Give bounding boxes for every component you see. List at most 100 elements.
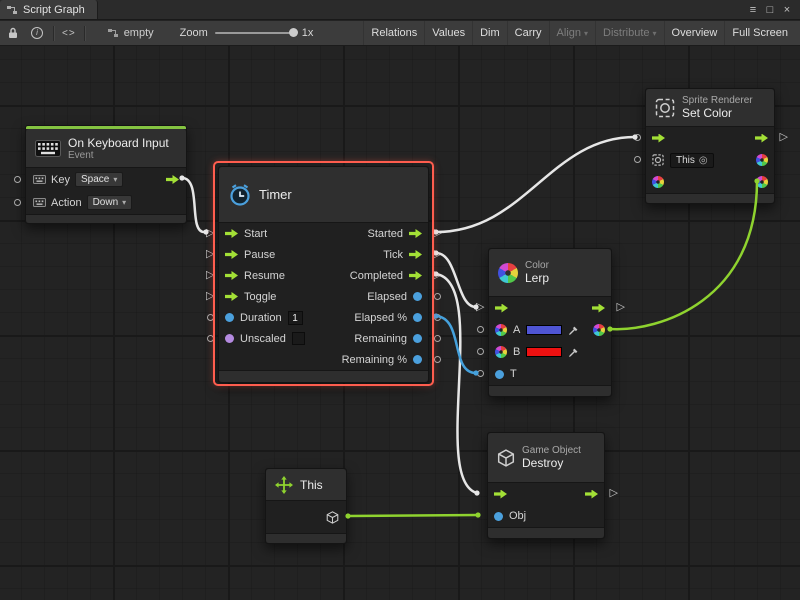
- flow-out-port[interactable]: [585, 489, 598, 499]
- value-out-port[interactable]: [413, 313, 422, 322]
- timer-node[interactable]: Timer Start Started Pause Tick Resume Co…: [206, 166, 442, 383]
- node-title: Set Color: [682, 106, 733, 120]
- value-in-port[interactable]: [495, 369, 504, 379]
- node-header[interactable]: Color Lerp: [489, 249, 611, 297]
- window-maximize-button[interactable]: □: [766, 3, 774, 16]
- color-out-port[interactable]: [756, 154, 768, 166]
- flow-out-port[interactable]: [166, 175, 179, 184]
- flow-endpoint[interactable]: ▷: [476, 301, 485, 313]
- color-swatch-b[interactable]: [526, 347, 563, 357]
- on-keyboard-input-node[interactable]: On Keyboard Input Event Key Space ▾ A: [14, 125, 187, 224]
- input-t-row: T: [489, 363, 611, 385]
- color-swatch-a[interactable]: [526, 325, 563, 335]
- flow-endpoint[interactable]: ▷: [779, 131, 788, 143]
- connection-port[interactable]: [207, 335, 214, 342]
- game-object-out-port[interactable]: [326, 510, 339, 524]
- color-port[interactable]: [756, 176, 768, 188]
- connection-port[interactable]: [434, 356, 441, 363]
- flow-endpoint[interactable]: ▷: [206, 290, 215, 302]
- color-in-port[interactable]: [495, 346, 507, 358]
- node-header[interactable]: On Keyboard Input Event: [26, 129, 186, 168]
- flow-endpoint[interactable]: ▷: [433, 248, 442, 260]
- flow-out-port[interactable]: [755, 133, 768, 143]
- align-button[interactable]: Align ▾: [548, 21, 595, 45]
- node-header[interactable]: Game Object Destroy: [488, 433, 604, 483]
- color-lerp-node[interactable]: Color Lerp A B: [476, 248, 625, 397]
- unscaled-checkbox[interactable]: [291, 332, 305, 345]
- overview-button[interactable]: Overview: [663, 21, 725, 45]
- flow-in-port[interactable]: [652, 133, 665, 143]
- zoom-slider[interactable]: [214, 28, 298, 37]
- connection-port[interactable]: [14, 199, 21, 206]
- connection-port[interactable]: [14, 176, 21, 183]
- connection-port[interactable]: [477, 326, 484, 333]
- flow-in-port[interactable]: [225, 271, 238, 280]
- values-button[interactable]: Values: [424, 21, 472, 45]
- connection-port[interactable]: [477, 370, 484, 377]
- flow-endpoint[interactable]: ▷: [433, 227, 442, 239]
- flow-out-port[interactable]: [409, 250, 422, 259]
- this-node[interactable]: This: [265, 468, 347, 544]
- flow-out-port[interactable]: [409, 229, 422, 238]
- value-in-port[interactable]: [494, 511, 503, 521]
- flow-in-port[interactable]: [225, 229, 238, 238]
- flow-endpoint[interactable]: ▷: [206, 248, 215, 260]
- color-in-port[interactable]: [495, 324, 507, 336]
- connection-port[interactable]: [634, 156, 641, 163]
- connection-port[interactable]: [634, 134, 641, 141]
- connection-port[interactable]: [434, 335, 441, 342]
- flow-in-port[interactable]: [495, 303, 508, 313]
- distribute-button[interactable]: Distribute ▾: [595, 21, 663, 45]
- carry-button[interactable]: Carry: [506, 21, 549, 45]
- connection-port[interactable]: [207, 314, 214, 321]
- color-out-port[interactable]: [593, 324, 605, 336]
- window-close-button[interactable]: ×: [783, 3, 791, 16]
- flow-endpoint[interactable]: ▷: [609, 487, 618, 499]
- flow-out-port[interactable]: [592, 303, 605, 313]
- info-button[interactable]: i: [29, 25, 45, 41]
- node-header[interactable]: Timer: [219, 167, 428, 223]
- zoom-value: 1x: [301, 27, 314, 39]
- target-row: This ◎: [646, 149, 774, 171]
- eyedropper-icon[interactable]: [568, 347, 579, 358]
- tab-script-graph[interactable]: Script Graph: [0, 0, 98, 19]
- target-self-box[interactable]: This ◎: [670, 152, 714, 168]
- bool-in-port[interactable]: [225, 334, 234, 343]
- window-menu-button[interactable]: ≡: [749, 3, 757, 16]
- flow-out-port[interactable]: [409, 271, 422, 280]
- dim-button[interactable]: Dim: [472, 21, 507, 45]
- connection-port[interactable]: [434, 314, 441, 321]
- flow-endpoint[interactable]: ▷: [206, 227, 215, 239]
- lock-button[interactable]: [5, 25, 21, 41]
- eyedropper-icon[interactable]: [568, 325, 579, 336]
- graph-icon: [107, 29, 118, 37]
- key-dropdown[interactable]: Space ▾: [74, 172, 124, 187]
- graph-breadcrumb[interactable]: empty: [107, 27, 154, 39]
- color-in-port[interactable]: [652, 176, 664, 188]
- fullscreen-button[interactable]: Full Screen: [724, 21, 795, 45]
- info-icon: i: [31, 27, 43, 39]
- value-out-port[interactable]: [413, 292, 422, 301]
- set-color-node[interactable]: Sprite Renderer Set Color This ◎: [634, 88, 788, 204]
- flow-in-port[interactable]: [494, 489, 507, 499]
- node-header[interactable]: Sprite Renderer Set Color: [646, 89, 774, 127]
- flow-endpoint[interactable]: ▷: [433, 269, 442, 281]
- value-out-port[interactable]: [413, 334, 422, 343]
- connection-port[interactable]: [477, 348, 484, 355]
- flow-endpoint[interactable]: ▷: [206, 269, 215, 281]
- value-in-port[interactable]: [225, 313, 234, 322]
- input-b-row: B: [489, 341, 611, 363]
- flow-in-port[interactable]: [225, 292, 238, 301]
- duration-value-field[interactable]: 1: [287, 310, 303, 325]
- node-header[interactable]: This: [266, 469, 346, 501]
- value-out-port[interactable]: [413, 355, 422, 364]
- flow-in-port[interactable]: [225, 250, 238, 259]
- flow-endpoint[interactable]: ▷: [616, 301, 625, 313]
- connection-port[interactable]: [434, 293, 441, 300]
- action-dropdown[interactable]: Down ▾: [86, 195, 133, 210]
- relations-button[interactable]: Relations: [363, 21, 424, 45]
- destroy-node[interactable]: Game Object Destroy Obj ▷: [487, 432, 618, 539]
- node-body: [266, 501, 346, 533]
- zoom-slider-knob[interactable]: [288, 28, 298, 37]
- collapse-sidebars-button[interactable]: <>: [62, 27, 76, 39]
